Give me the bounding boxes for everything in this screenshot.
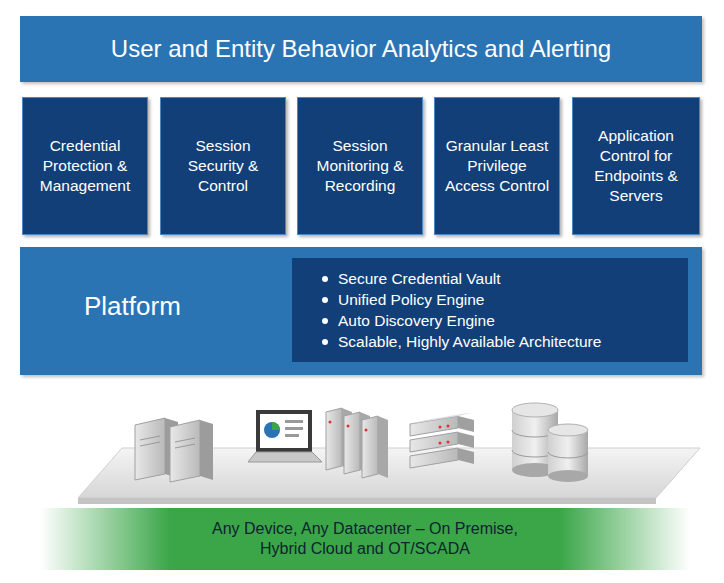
platform-feature-list: Secure Credential VaultUnified Policy En…	[292, 258, 688, 362]
flat-servers	[410, 412, 474, 468]
deployment-band-text: Any Device, Any Datacenter – On Premise,…	[200, 519, 530, 559]
capability-box: Application Control for Endpoints & Serv…	[572, 97, 700, 235]
platform-feature-list-text: Auto Discovery Engine	[318, 310, 674, 331]
floor-edge	[78, 498, 656, 504]
capability-box-text: Session Monitoring & Recording	[304, 136, 416, 196]
capability-box-text: Application Control for Endpoints & Serv…	[579, 126, 693, 206]
platform-band-text: Platform	[84, 291, 181, 322]
platform-band: Platform Secure Credential VaultUnified P…	[20, 247, 702, 375]
rack-servers	[326, 408, 388, 478]
capability-box: Credential Protection & Management	[22, 97, 148, 235]
capability-box-text: Credential Protection & Management	[29, 136, 141, 196]
analytics-band: User and Entity Behavior Analytics and A…	[20, 16, 702, 82]
platform-feature-list-text: Secure Credential Vault	[318, 268, 674, 289]
analytics-band-text: User and Entity Behavior Analytics and A…	[111, 35, 611, 63]
tower-servers	[135, 418, 213, 482]
platform-feature-list-text: Unified Policy Engine	[318, 289, 674, 310]
platform-feature-list-text: Scalable, Highly Available Architecture	[318, 331, 674, 352]
deployment-band: Any Device, Any Datacenter – On Premise,…	[40, 508, 690, 570]
laptop	[248, 410, 322, 462]
database-cylinders	[512, 403, 588, 482]
capability-box-text: Session Security & Control	[167, 136, 279, 196]
capability-box: Granular Least Privilege Access Control	[434, 97, 560, 235]
capability-box: Session Security & Control	[160, 97, 286, 235]
capability-box: Session Monitoring & Recording	[297, 97, 423, 235]
capability-box-text: Granular Least Privilege Access Control	[441, 136, 553, 196]
